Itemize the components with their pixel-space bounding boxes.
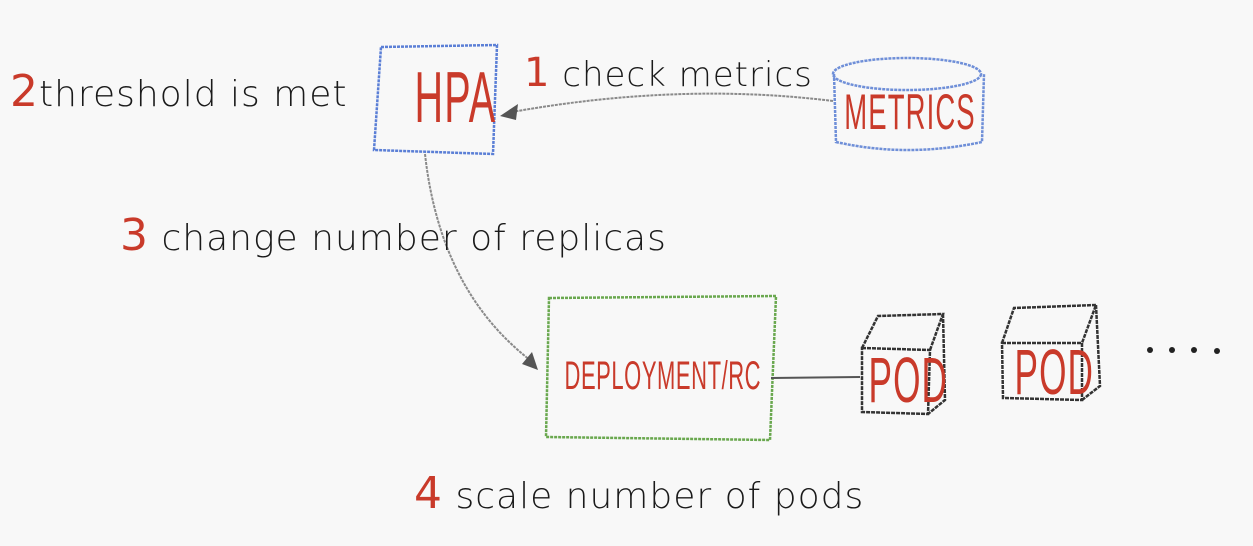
- step-4-text: scale number of pods: [455, 476, 865, 517]
- pod-2-cube: [1000, 303, 1102, 402]
- step-3-annotation: 3 change number of replicas: [120, 210, 667, 261]
- metrics-cylinder: [831, 56, 986, 152]
- pod-1-label: POD: [868, 344, 949, 416]
- step-4-number: 4: [414, 468, 443, 519]
- ellipsis-dots: [1147, 347, 1220, 354]
- metrics-label: METRICS: [844, 84, 976, 140]
- arrow-metrics-to-hpa: [511, 92, 834, 113]
- deployment-box: [544, 294, 778, 442]
- arrow-hpa-to-deployment: [424, 153, 531, 361]
- step-2-number: 2: [10, 66, 39, 117]
- step-2-annotation: 2threshold is met: [10, 66, 348, 117]
- hpa-label: HPA: [414, 58, 497, 138]
- step-1-text: check metrics: [562, 55, 813, 95]
- step-3-number: 3: [120, 210, 149, 261]
- pod-1-cube: [860, 312, 947, 416]
- arrowhead-hpa: [500, 104, 518, 120]
- step-1-annotation: 1 check metrics: [524, 50, 813, 96]
- pod-2-label: POD: [1014, 336, 1095, 408]
- step-2-text: threshold is met: [39, 74, 348, 115]
- step-3-text: change number of replicas: [161, 218, 667, 259]
- deployment-label: DEPLOYMENT/RC: [564, 354, 762, 398]
- hpa-box: [372, 43, 499, 156]
- step-1-number: 1: [524, 50, 551, 96]
- step-4-annotation: 4 scale number of pods: [414, 468, 864, 519]
- deployment-pod-connector: [770, 376, 861, 379]
- arrowhead-deployment: [522, 352, 538, 370]
